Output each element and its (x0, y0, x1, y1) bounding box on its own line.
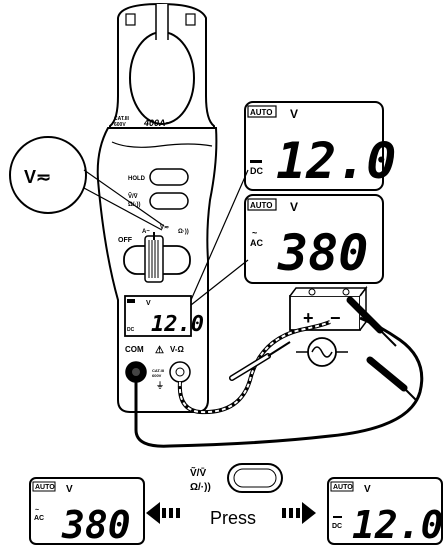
bottom-left-display: AUTO V AC ~ 380 (29, 477, 145, 547)
range-label: 400A~ (143, 118, 172, 128)
arrow-right-icon (282, 502, 316, 524)
bottom-left-value: 380 (61, 503, 131, 547)
arrow-left-icon (146, 502, 180, 524)
display-ac-auto: AUTO (250, 201, 273, 210)
dial-label-v: V≂ (160, 225, 169, 231)
svg-text:600V: 600V (152, 373, 162, 378)
warning-icon: ⚠ (155, 345, 164, 356)
meter-lcd-mode: DC (127, 327, 135, 333)
display-ac-value: 380 (277, 224, 368, 282)
ground-icon: ⏚ (156, 381, 164, 390)
battery-plus: + (303, 308, 314, 328)
hold-label: HOLD (128, 176, 146, 182)
black-test-lead (134, 296, 424, 448)
bottom-right-value: 12.0 (352, 503, 444, 547)
svg-text:~: ~ (252, 228, 257, 238)
battery-minus: − (330, 308, 341, 328)
mode-select-button[interactable] (227, 463, 283, 493)
display-dc-unit: V (290, 107, 298, 121)
bottom-left-unit: V (66, 484, 73, 495)
category-badge: CAT.III (114, 116, 130, 122)
function-callout: V≂ (9, 136, 165, 231)
jaw-marker-right (185, 13, 196, 26)
bottom-right-display: AUTO V DC 12.0 (327, 477, 444, 547)
dial-label-a: A~ (142, 229, 150, 235)
display-dc: AUTO V DC 12.0 (244, 101, 396, 191)
jaw-marker-left (125, 13, 136, 26)
meter-lcd (124, 295, 192, 337)
bottom-right-unit: V (364, 484, 371, 495)
clamp-meter: CAT.III 600V 400A~ HOLD Ṽ/V̄ Ω/·̩)) A~ … (96, 2, 218, 413)
bottom-left-mode: AC (34, 515, 44, 522)
terminal-v-label: V-Ω (170, 345, 185, 354)
dial-label-ohm: Ω·)) (178, 229, 189, 235)
display-dc-value: 12.0 (276, 132, 396, 190)
button-label-bottom: Ω/·)) (190, 482, 211, 493)
ac-source (296, 337, 348, 367)
meter-lcd-value: 12.0 (151, 312, 204, 337)
hold-button[interactable] (149, 168, 189, 186)
bottom-left-auto: AUTO (35, 484, 55, 491)
mode-button[interactable] (149, 192, 189, 210)
off-label: OFF (118, 237, 133, 244)
terminal-rating: CAT.III (152, 368, 164, 373)
bottom-right-mode: DC (332, 523, 342, 530)
press-label: Press (210, 508, 256, 528)
category-badge-sub: 600V (114, 122, 126, 128)
bottom-right-auto: AUTO (333, 484, 353, 491)
display-ac-mode: AC (250, 238, 263, 248)
terminal-com-label: COM (125, 345, 144, 354)
display-dc-mode: DC (250, 166, 263, 176)
rotary-switch[interactable] (123, 232, 191, 283)
display-ac-unit: V (290, 200, 298, 214)
mode-label-top: Ṽ/V̄ (128, 193, 138, 200)
button-label-top: Ṽ/V̄ (190, 466, 206, 479)
display-dc-auto: AUTO (250, 108, 273, 117)
callout-label: V≂ (24, 167, 51, 187)
clamp-opening (129, 31, 195, 125)
red-test-lead (177, 320, 331, 415)
display-ac: AUTO V AC ~ 380 (244, 194, 384, 284)
meter-lcd-unit: V (146, 300, 151, 307)
svg-text:~: ~ (35, 507, 39, 514)
